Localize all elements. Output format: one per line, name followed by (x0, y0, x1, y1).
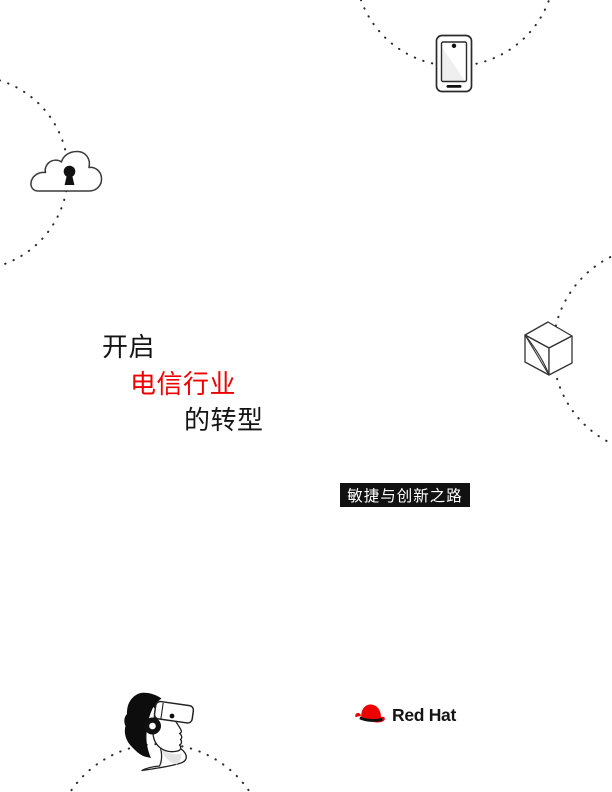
redhat-fedora-icon (355, 704, 385, 723)
smartphone-icon (434, 34, 474, 94)
subtitle-badge: 敏捷与创新之路 (340, 483, 470, 507)
cube-icon (524, 321, 573, 376)
redhat-wordmark: Red Hat (392, 704, 457, 725)
title-line-2-accent: 电信行业 (130, 369, 237, 399)
redhat-logo: Red Hat (352, 699, 456, 731)
vr-goggles (153, 700, 195, 724)
keyhole-icon (63, 165, 76, 185)
secure-cloud-icon (30, 150, 103, 192)
vr-headset-person-icon (124, 692, 195, 772)
title-line-1: 开启 (102, 332, 156, 362)
title-line-3: 的转型 (184, 405, 264, 435)
